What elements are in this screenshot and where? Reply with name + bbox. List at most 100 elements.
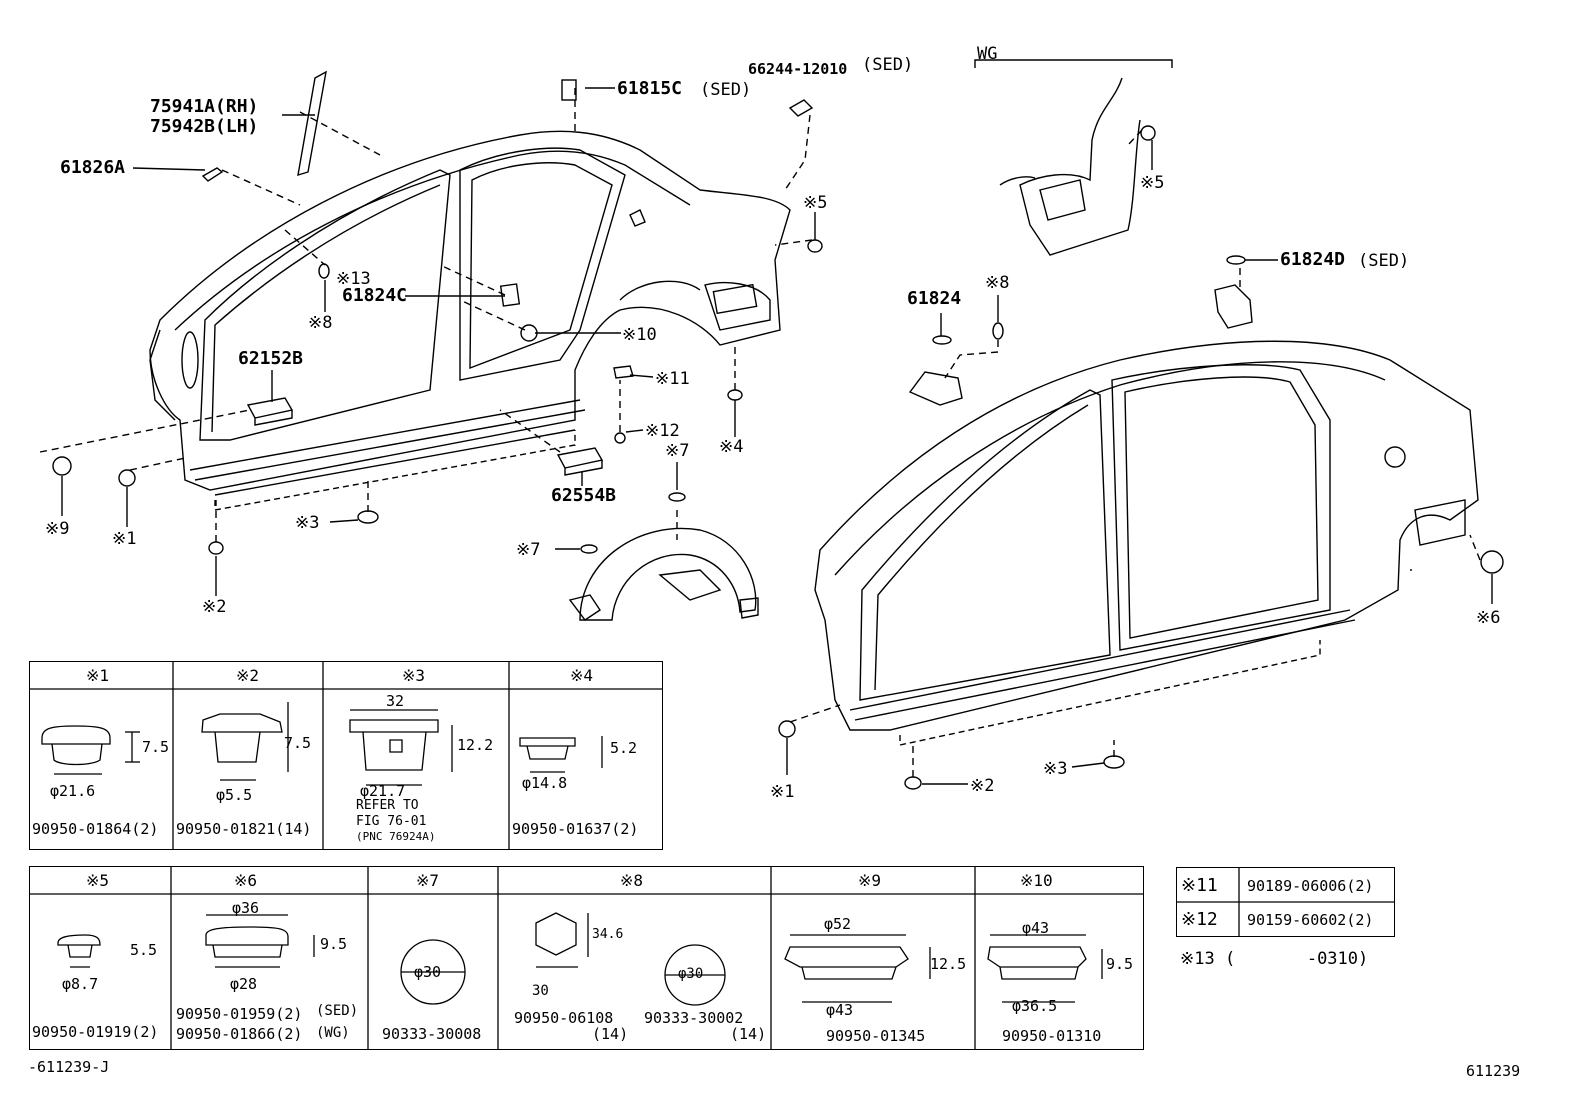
callout-62152b[interactable]: 62152B [238,348,304,369]
right-side-panel [814,340,1479,746]
part-number-8b-qty: (14) [730,1025,767,1043]
dim-10-height: 9.5 [1106,955,1134,973]
callout-62554b[interactable]: 62554B [551,485,617,506]
mark-1b[interactable]: ※1 [770,782,795,802]
plug-5-shape [807,239,823,253]
refer-to-line-3: (PNC 76924A) [356,830,436,843]
table-header-1: ※1 [86,666,110,685]
plug-4-shape [727,389,743,401]
wheel-housing-liner [568,527,759,621]
table-header-8: ※8 [620,871,644,890]
tag-61824-shape [932,335,952,345]
table-header-12: ※12 [1181,909,1218,930]
tag-61824d-shape [1226,255,1246,265]
plug-2b-shape [904,776,922,790]
part-number-7[interactable]: 90333-30008 [382,1025,482,1043]
mark-3b[interactable]: ※3 [1043,759,1068,779]
dim-8-height: 34.6 [592,927,624,942]
left-side-panel [149,130,791,511]
leader-lines [39,88,1481,777]
table-header-3: ※3 [402,666,426,685]
callout-61824c[interactable]: 61824C [342,285,408,306]
mark-2b[interactable]: ※2 [970,776,995,796]
callout-75941a[interactable]: 75941A(RH) [150,96,259,117]
callout-66244-note: (SED) [862,55,914,75]
part-number-11[interactable]: 90189-06006(2) [1247,877,1374,895]
callout-61815c[interactable]: 61815C [617,78,683,99]
part-number-8a[interactable]: 90950-06108 [514,1009,614,1027]
mark-5a[interactable]: ※5 [803,193,828,213]
dim-1-height: 7.5 [142,738,170,756]
part-number-6-sed[interactable]: 90950-01959(2) [176,1005,303,1023]
fastener-table-bottom-grid [30,867,1143,1049]
plug-6-shape [1480,550,1504,574]
part-number-5[interactable]: 90950-01919(2) [32,1023,159,1041]
fastener-table-side: ※11 90189-06006(2) ※12 90159-60602(2) [1176,867,1395,937]
callout-61824[interactable]: 61824 [907,288,962,309]
refer-to-line-1: REFER TO [356,798,419,813]
part-number-1[interactable]: 90950-01864(2) [32,820,159,838]
mark-7a[interactable]: ※7 [665,441,690,461]
wg-label: WG [977,44,998,64]
table-header-5: ※5 [86,871,110,890]
fastener-table-top-grid [30,662,662,849]
wg-quarter-section [974,59,1173,256]
mark-12[interactable]: ※12 [645,421,680,441]
clip-3-shape [357,510,379,524]
mark-3a[interactable]: ※3 [295,513,320,533]
part-number-9[interactable]: 90950-01345 [826,1027,926,1045]
plug-7-shape [668,492,686,502]
bracket-61824-shape [908,371,963,406]
dim-3-diameter: φ21.7 [360,782,406,800]
clip-11-shape [613,365,634,379]
mark-7b[interactable]: ※7 [516,540,541,560]
callout-75942b[interactable]: 75942B(LH) [150,116,259,137]
part-number-4[interactable]: 90950-01637(2) [512,820,639,838]
mark-6[interactable]: ※6 [1476,608,1501,628]
mark-9[interactable]: ※9 [45,519,70,539]
mark-2a[interactable]: ※2 [202,597,227,617]
bolt-12-shape [614,432,626,444]
callout-61826a[interactable]: 61826A [60,157,126,178]
mark-1a[interactable]: ※1 [112,529,137,549]
pad-62554b-shape [556,447,604,476]
small-clip-shape [201,167,224,182]
mark-8b[interactable]: ※8 [985,273,1010,293]
plate-61815c-shape [561,79,577,101]
plug-8-shape [318,263,330,279]
part-number-8a-qty: (14) [592,1025,629,1043]
plug-1-shape [118,469,136,487]
mark-13[interactable]: ※13 [336,269,371,289]
plug-9-shape [52,456,72,476]
callout-66244[interactable]: 66244-12010 [748,60,848,78]
part-number-12[interactable]: 90159-60602(2) [1247,911,1374,929]
footer-left-code: -611239-J [28,1058,110,1076]
callout-61824d[interactable]: 61824D [1280,249,1346,270]
part-number-8b[interactable]: 90333-30002 [644,1009,744,1027]
callout-leaders [61,87,1493,785]
note-13: ※13 ( -0310) [1180,949,1369,969]
plug-8b-shape [992,322,1004,340]
part-number-2[interactable]: 90950-01821(14) [176,820,312,838]
mark-8a[interactable]: ※8 [308,313,333,333]
mark-11[interactable]: ※11 [655,369,690,389]
table-header-9: ※9 [858,871,882,890]
dim-9-top-diameter: φ52 [824,915,852,933]
mark-5b[interactable]: ※5 [1140,173,1165,193]
dim-6-top-diameter: φ36 [232,899,260,917]
pad-62152b-shape [246,397,294,426]
footer-right-code: 611239 [1466,1062,1521,1080]
dim-6-diameter: φ28 [230,975,258,993]
pillar-molding-shape [297,70,327,176]
plug-2-shape [208,541,224,555]
part-number-6-wg[interactable]: 90950-01866(2) [176,1025,303,1043]
dim-2-height: 7.5 [284,734,312,752]
part-number-10[interactable]: 90950-01310 [1002,1027,1102,1045]
table-header-10: ※10 [1020,871,1053,890]
mark-4[interactable]: ※4 [719,437,744,457]
bracket-61824d-shape [1214,284,1253,329]
mark-10[interactable]: ※10 [622,325,657,345]
refer-to-line-2[interactable]: FIG 76-01 [356,814,427,829]
table-header-6: ※6 [234,871,258,890]
